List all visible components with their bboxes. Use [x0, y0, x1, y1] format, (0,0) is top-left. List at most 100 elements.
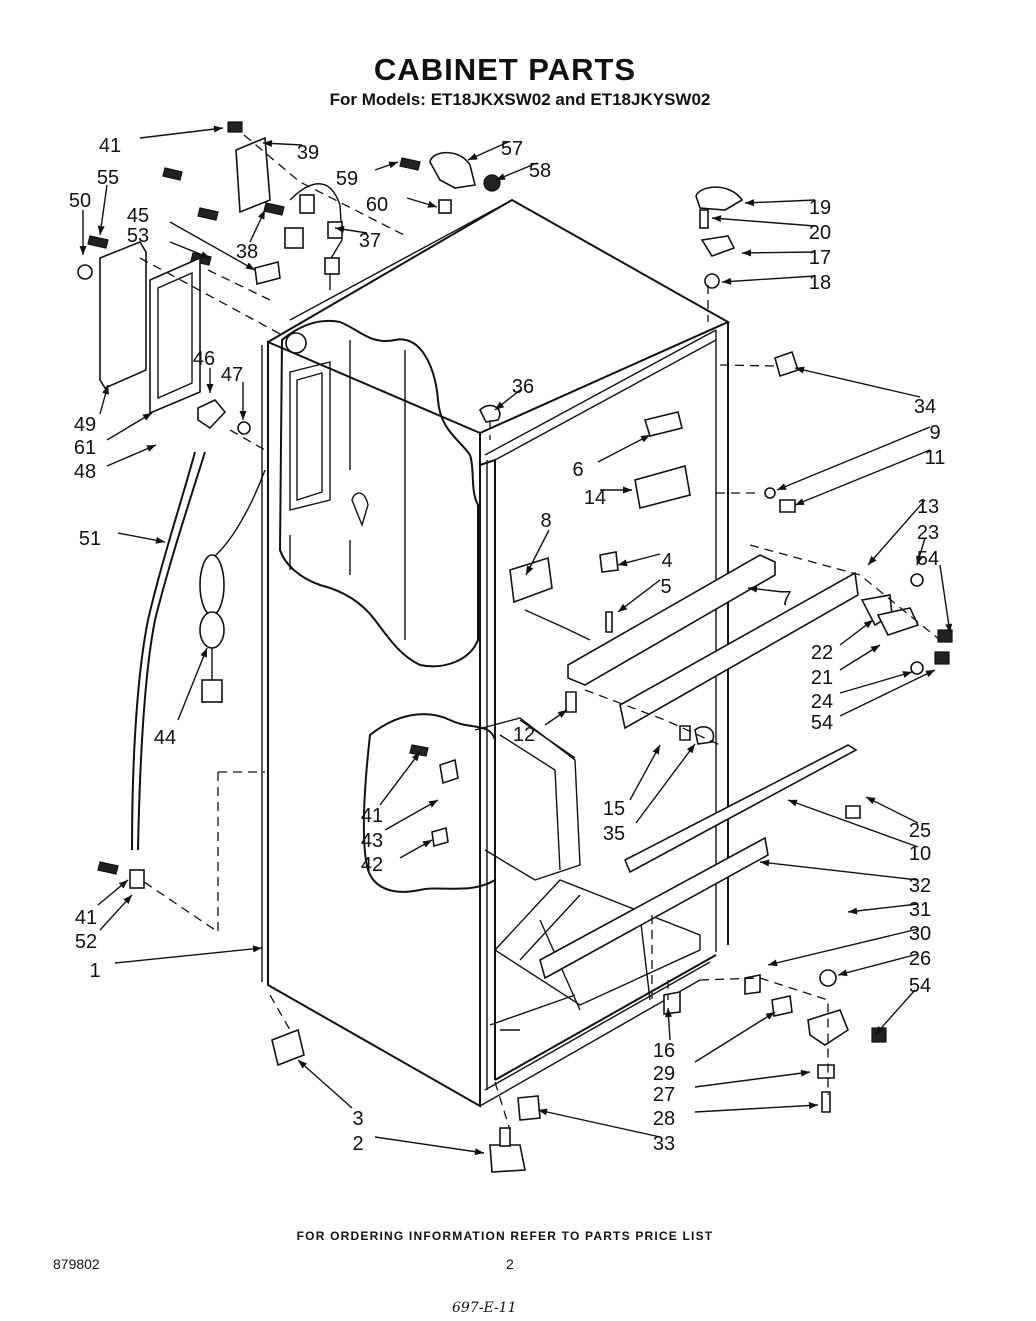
callout-label: 30 — [909, 923, 931, 945]
part-20-screw — [699, 209, 709, 229]
arrowhead — [686, 744, 695, 754]
callout-label: 29 — [653, 1063, 675, 1085]
part-24-washer — [910, 661, 924, 675]
arrowhead — [868, 555, 877, 565]
part-31-spacer — [744, 974, 761, 995]
leader-line — [384, 799, 439, 831]
leader-line — [711, 217, 816, 227]
callout-label: 45 — [127, 205, 149, 227]
arrowhead — [97, 225, 105, 235]
callout-label: 26 — [909, 948, 931, 970]
arrowhead — [526, 565, 534, 575]
arrowhead — [808, 1102, 818, 1110]
arrowhead — [916, 555, 923, 565]
part-45-clip — [254, 260, 281, 286]
arrowhead — [213, 125, 223, 133]
arrowhead — [618, 603, 628, 612]
part-42-clip — [431, 826, 449, 848]
part-6-bracket — [643, 411, 683, 437]
callout-label: 41 — [361, 805, 383, 827]
callout-label: 41 — [75, 907, 97, 929]
callout-label: 35 — [603, 823, 625, 845]
callout-label: 53 — [127, 225, 149, 247]
leader-line — [847, 903, 919, 913]
callout-label: 27 — [653, 1084, 675, 1106]
callout-label: 22 — [811, 642, 833, 664]
part-39-bracket — [235, 136, 271, 214]
callout-label: 12 — [513, 724, 535, 746]
part-15-screw — [679, 725, 691, 741]
arrowhead — [474, 1148, 484, 1156]
leader-line — [139, 127, 224, 139]
callout-label: 41 — [99, 135, 121, 157]
callout-label: 51 — [79, 528, 101, 550]
part-2-leveling-leg — [489, 1144, 526, 1173]
leader-line — [694, 1011, 776, 1063]
callout-label: 54 — [909, 975, 931, 997]
leader-line — [794, 367, 921, 398]
callout-label: 28 — [653, 1108, 675, 1130]
callout-label: 39 — [297, 142, 319, 164]
arrowhead — [712, 215, 722, 223]
callout-label: 15 — [603, 798, 625, 820]
callout-label: 61 — [74, 437, 96, 459]
handwritten-note: 697-E-11 — [452, 1300, 517, 1316]
callout-label: 33 — [653, 1133, 675, 1155]
leader-line — [874, 989, 916, 1036]
callout-label: 14 — [584, 487, 606, 509]
callout-label: 36 — [512, 376, 534, 398]
leader-line — [169, 221, 256, 271]
arrowhead — [945, 623, 953, 633]
arrowhead — [640, 435, 650, 443]
leader-line — [939, 564, 951, 634]
part-12-screw — [565, 691, 577, 713]
arrowhead — [745, 199, 755, 207]
arrowhead — [623, 486, 632, 494]
arrowhead — [760, 859, 770, 867]
arrowhead — [298, 1060, 308, 1069]
callout-label: 5 — [660, 576, 671, 598]
arrowhead — [768, 959, 778, 967]
leader-line — [741, 251, 816, 254]
callout-label: 31 — [909, 899, 931, 921]
arrowhead — [388, 161, 398, 169]
part-23-washer — [910, 573, 924, 587]
part-52-clip — [129, 869, 145, 889]
leader-line — [635, 743, 696, 824]
leader-line — [597, 434, 651, 463]
part-47-washer — [237, 421, 251, 435]
arrowhead — [557, 710, 567, 718]
part-27-spacer — [817, 1064, 835, 1079]
callout-label: 9 — [929, 422, 940, 444]
part-33-cover — [517, 1095, 541, 1121]
callout-label: 6 — [572, 459, 583, 481]
part-30-washer — [819, 969, 837, 987]
callout-label: 10 — [909, 843, 931, 865]
arrowhead — [848, 907, 858, 915]
part-26-hinge — [807, 1009, 849, 1046]
callout-label: 11 — [925, 447, 946, 469]
leader-line — [767, 928, 919, 966]
arrowhead — [722, 277, 732, 285]
leader-line — [374, 1136, 485, 1154]
part-25-screw — [845, 805, 861, 819]
callout-label: 47 — [221, 364, 243, 386]
page-title: CABINET PARTS — [373, 52, 637, 87]
arrowhead — [800, 1069, 810, 1077]
part-17-cam — [700, 235, 736, 257]
callout-label: 1 — [89, 960, 100, 982]
part-7-rail — [567, 554, 776, 686]
arrowhead — [118, 880, 128, 889]
callout-label: 25 — [909, 820, 931, 842]
leader-line — [694, 1071, 811, 1088]
arrowhead — [427, 201, 437, 208]
leader-line — [867, 499, 926, 566]
arrowhead — [925, 670, 935, 678]
cabinet-outline — [261, 198, 731, 1108]
arrowhead — [538, 1108, 548, 1116]
arrowhead — [788, 799, 798, 807]
arrowhead — [748, 585, 758, 593]
callout-label: 23 — [917, 522, 939, 544]
callout-label: 58 — [529, 160, 551, 182]
